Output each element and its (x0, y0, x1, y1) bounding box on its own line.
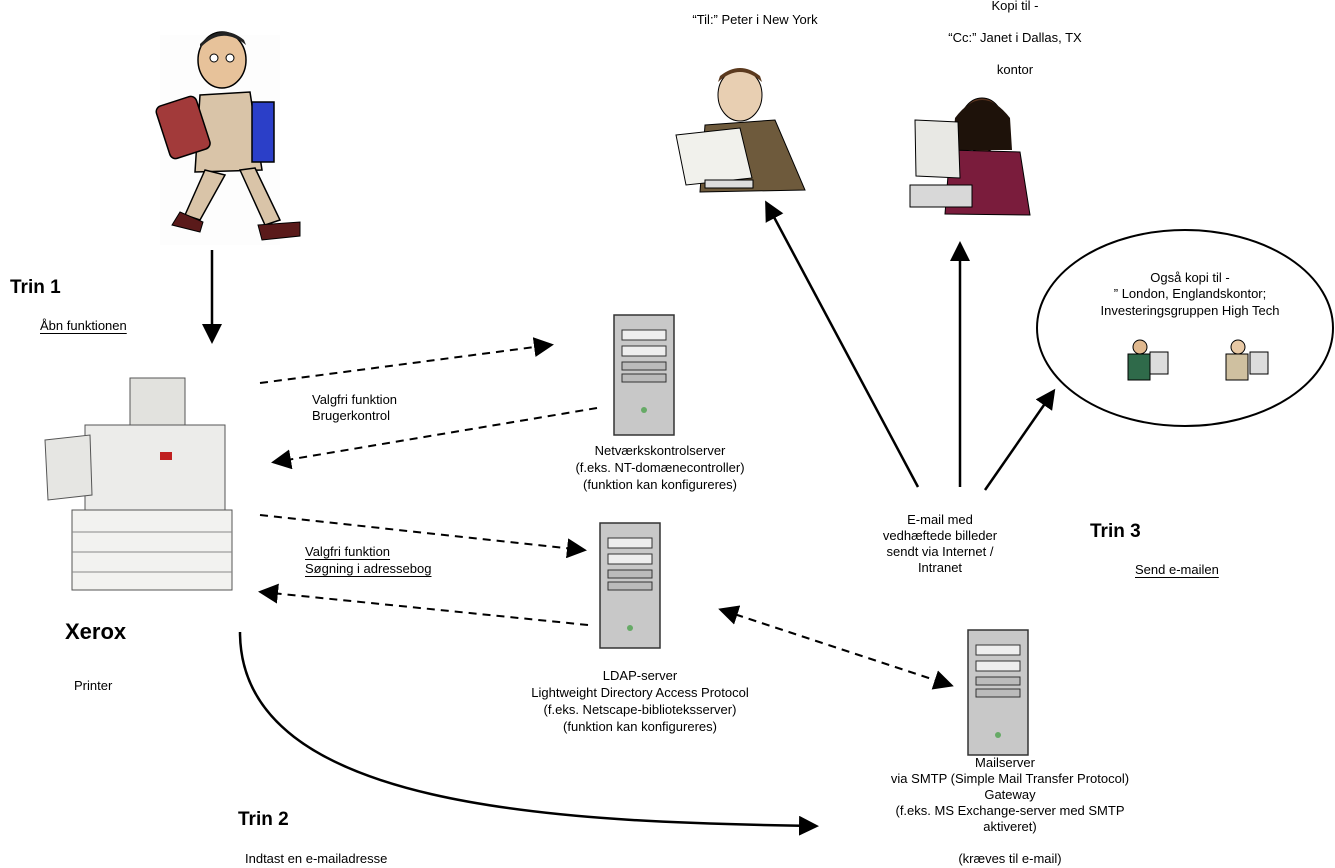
arrow-to-ldap-server (259, 514, 587, 559)
recipient-cc-line3: kontor (996, 62, 1034, 77)
mail-server-gateway: Gateway (984, 787, 1036, 802)
device-type: Printer (74, 678, 113, 693)
walking-man-icon (155, 31, 301, 245)
arrow-to-network-server (259, 337, 554, 384)
step2-title: Trin 2 (238, 809, 289, 830)
mail-server-note: (kræves til e-mail) (958, 851, 1062, 866)
also-copy-line1: Også kopi til - (1150, 270, 1230, 285)
ldap-option-sublabel: Søgning i adressebog (305, 561, 432, 576)
step1-action: Åbn funktionen (40, 318, 127, 333)
ldap-server-full-name: Lightweight Directory Access Protocol (531, 685, 749, 700)
ldap-server-icon (599, 522, 661, 649)
recipient-to-label: “Til:” Peter i New York (692, 12, 818, 27)
also-copy-line3: Investeringsgruppen High Tech (1100, 303, 1280, 318)
arrow-from-network-server (271, 407, 598, 470)
ldap-server-example: (f.eks. Netscape-biblioteksserver) (543, 702, 737, 717)
email-info: E-mail med vedhæftede billeder sendt via… (882, 512, 998, 575)
recipient-to-icon (675, 68, 806, 193)
step1-title: Trin 1 (10, 277, 61, 298)
recipient-cc-line2: “Cc:” Janet i Dallas, TX (948, 30, 1082, 45)
network-server-example: (f.eks. NT-domænecontroller) (575, 460, 745, 475)
arrow-to-recipient-to (765, 200, 920, 488)
mail-server-example: (f.eks. MS Exchange-server med SMTP akti… (895, 803, 1125, 834)
step2-action: Indtast en e-mailadresse (245, 851, 388, 866)
mail-server-name: Mailserver (975, 755, 1035, 770)
network-server-name: Netværkskontrolserver (594, 443, 726, 458)
step3-action: Send e-mailen (1135, 562, 1219, 577)
arrow-from-ldap-server (258, 583, 589, 626)
ldap-server-note: (funktion kan konfigureres) (563, 719, 717, 734)
mail-server-icon (967, 629, 1029, 756)
group-recipient-1-icon (1127, 339, 1169, 381)
ldap-server-name: LDAP-server (602, 668, 678, 683)
group-recipient-2-icon (1225, 339, 1269, 381)
arrow-to-group (983, 388, 1056, 491)
connector-arrows (202, 200, 1056, 836)
xerox-printer-icon (44, 377, 233, 591)
recipient-cc-line1: Kopi til - (991, 0, 1039, 13)
network-server-option-label: Valgfri funktion Brugerkontrol (312, 392, 398, 423)
network-server-note: (funktion kan konfigureres) (583, 477, 737, 492)
also-copy-bubble (1036, 229, 1334, 427)
device-brand: Xerox (65, 619, 127, 644)
also-copy-line2: ” London, Englandskontor; (1113, 286, 1267, 301)
recipient-cc-icon (909, 97, 1031, 216)
mail-server-protocol: via SMTP (Simple Mail Transfer Protocol) (890, 771, 1130, 786)
step3-title: Trin 3 (1090, 521, 1141, 542)
arrow-ldap-mail-server (718, 605, 954, 690)
arrow-printer-to-mail-server (238, 631, 819, 836)
network-control-server-icon (613, 314, 675, 436)
ldap-option-label: Valgfri funktion (305, 544, 391, 559)
